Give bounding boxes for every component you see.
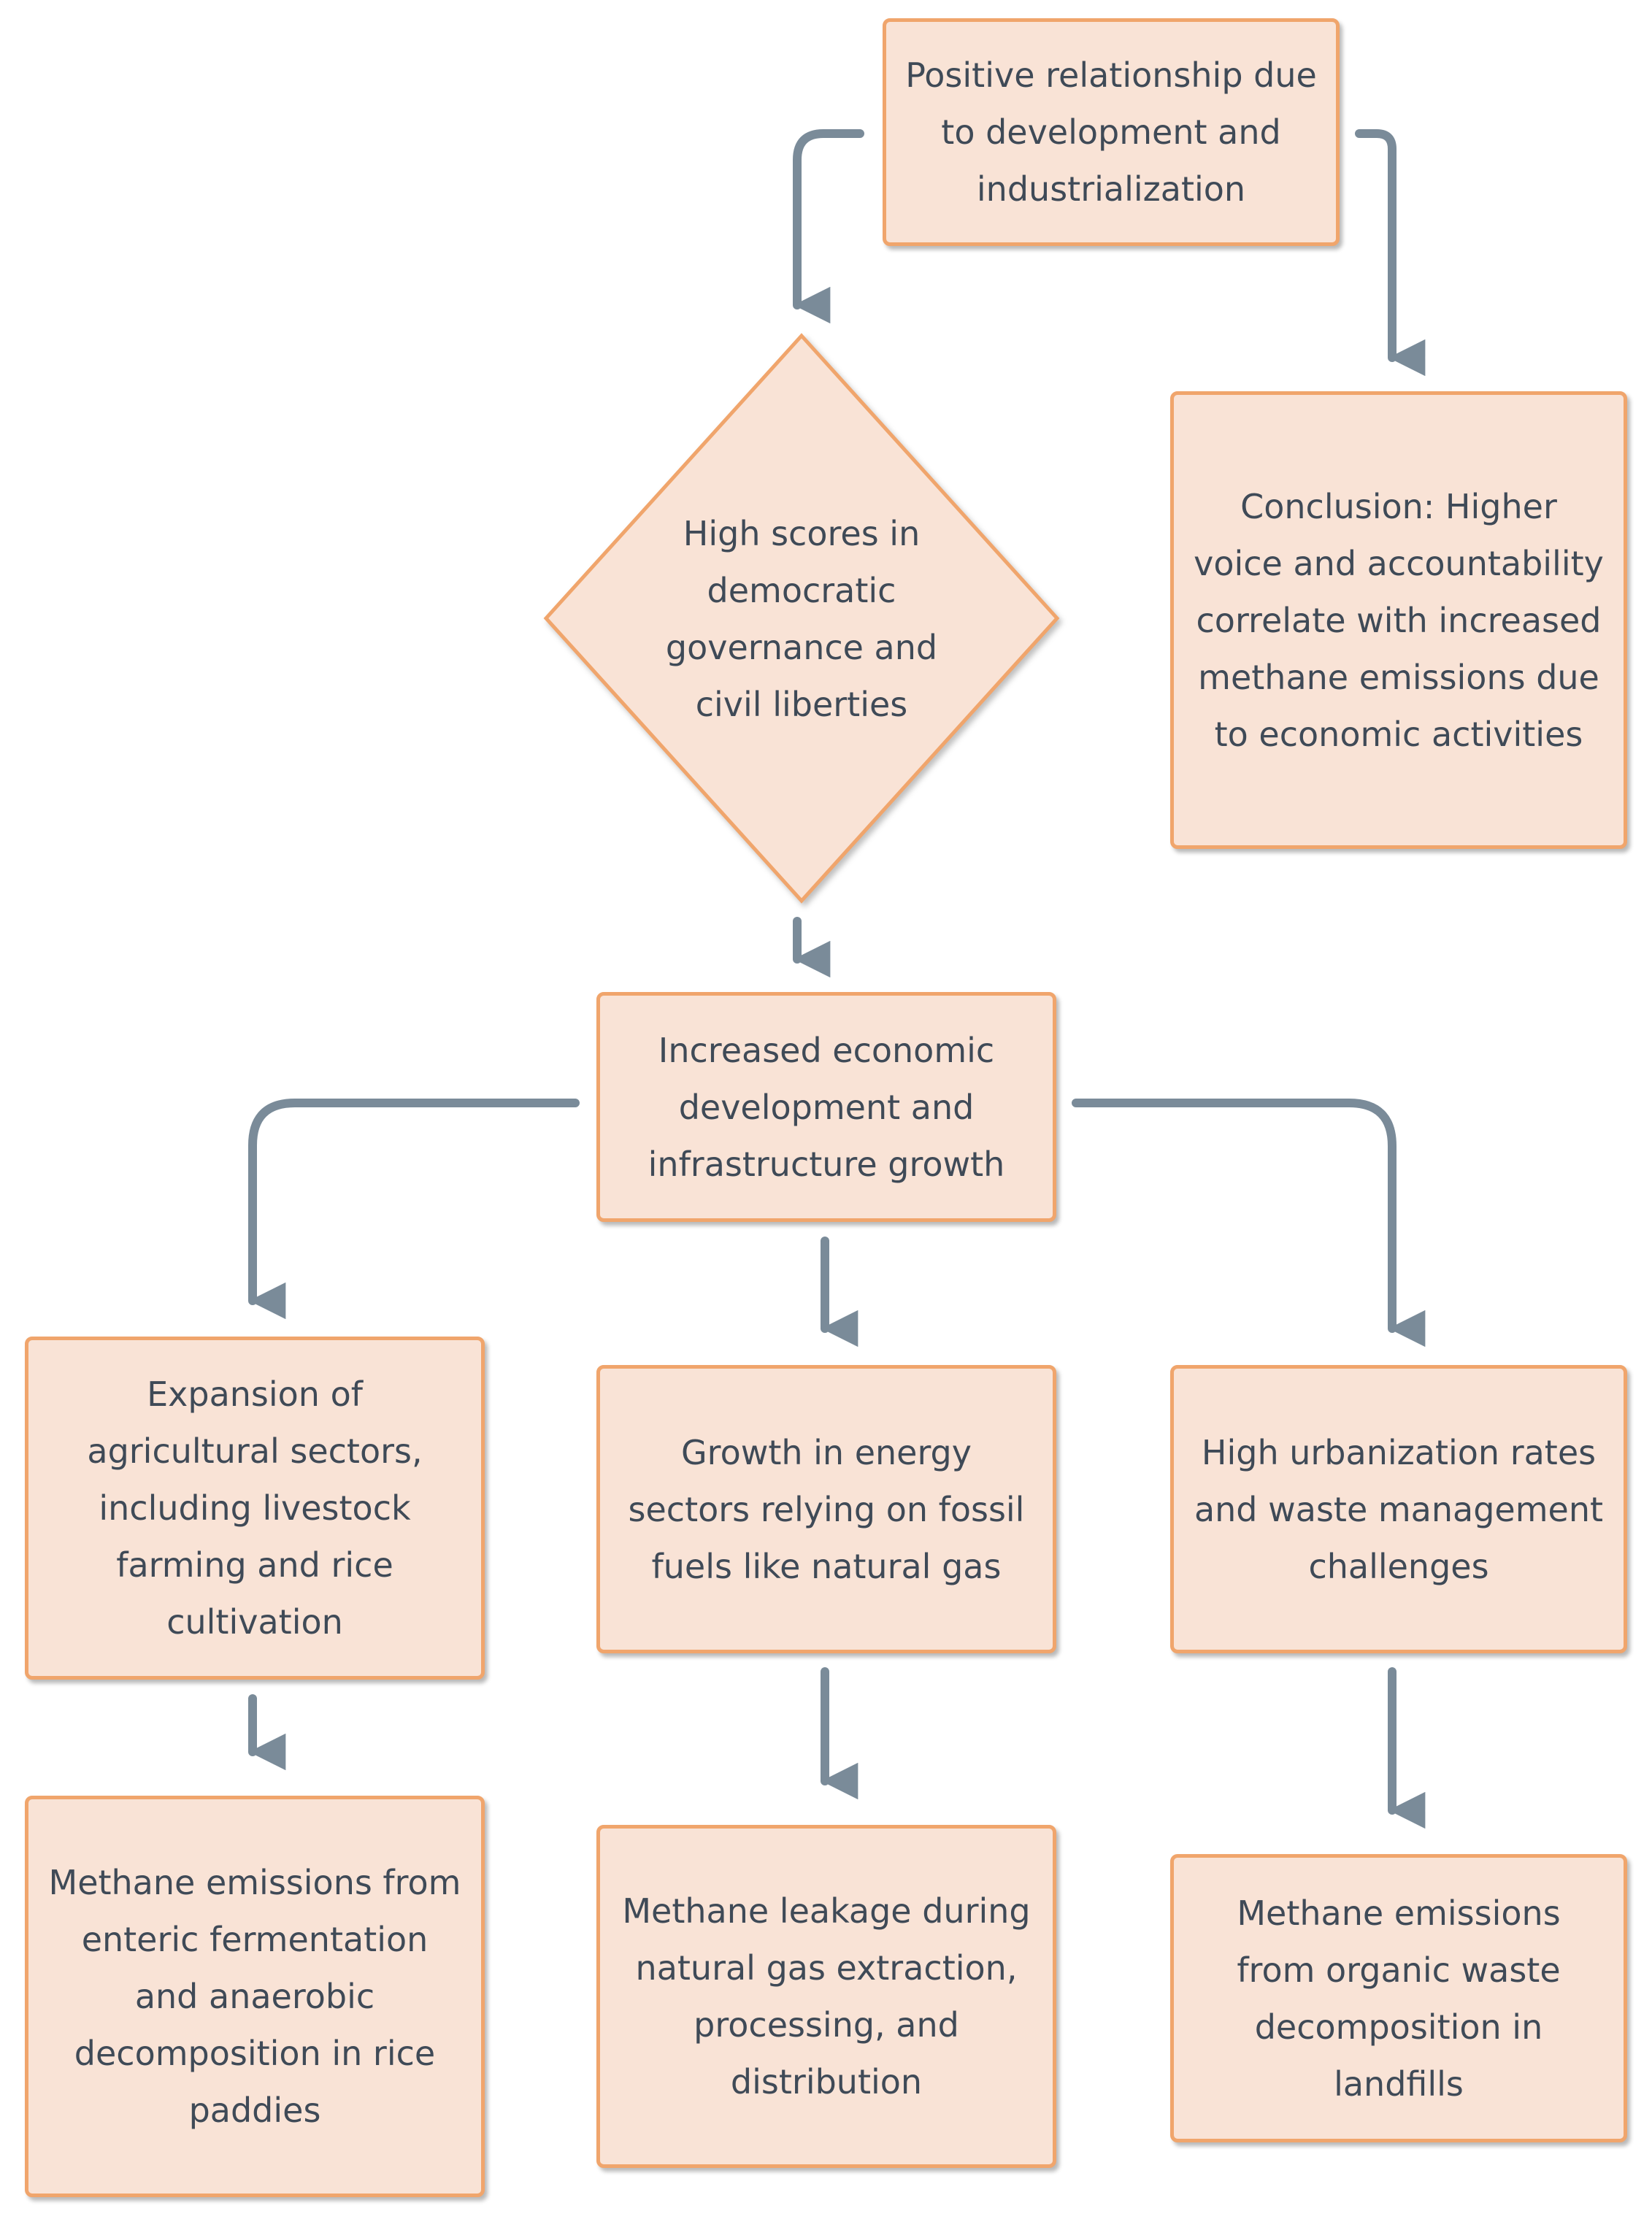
arrow-economic-to-urbanization (1072, 1099, 1426, 1347)
decision-diamond-shape (543, 333, 1060, 904)
node-agriculture-text: Expansion of agricultural sectors, inclu… (87, 1374, 423, 1642)
node-conclusion: Conclusion: Higher voice and accountabil… (1170, 391, 1627, 849)
node-positive-relationship-text: Positive relationship due to development… (905, 55, 1317, 209)
node-methane-urban: Methane emissions from organic waste dec… (1170, 1854, 1627, 2142)
node-economic-development: Increased economic development and infra… (596, 992, 1056, 1222)
node-methane-urban-text: Methane emissions from organic waste dec… (1237, 1893, 1561, 2104)
node-decision: High scores in democratic governance and… (657, 474, 946, 763)
arrow-top-to-conclusion (1355, 129, 1426, 377)
node-energy-text: Growth in energy sectors relying on foss… (628, 1432, 1025, 1586)
node-conclusion-text: Conclusion: Higher voice and accountabil… (1194, 486, 1604, 754)
node-economic-development-text: Increased economic development and infra… (648, 1030, 1005, 1184)
node-decision-text: High scores in democratic governance and… (665, 513, 938, 724)
node-methane-agriculture-text: Methane emissions from enteric fermentat… (48, 1863, 461, 2130)
node-urbanization: High urbanization rates and waste manage… (1170, 1365, 1627, 1653)
node-methane-energy: Methane leakage during natural gas extra… (596, 1825, 1056, 2168)
node-methane-agriculture: Methane emissions from enteric fermentat… (25, 1796, 485, 2197)
node-positive-relationship: Positive relationship due to development… (883, 18, 1340, 246)
arrow-top-to-decision (793, 129, 864, 324)
decision-diamond (543, 333, 1060, 904)
node-agriculture: Expansion of agricultural sectors, inclu… (25, 1337, 485, 1680)
node-urbanization-text: High urbanization rates and waste manage… (1194, 1432, 1604, 1586)
node-methane-energy-text: Methane leakage during natural gas extra… (622, 1891, 1031, 2102)
node-energy: Growth in energy sectors relying on foss… (596, 1365, 1056, 1653)
arrow-economic-to-agriculture (248, 1099, 580, 1320)
